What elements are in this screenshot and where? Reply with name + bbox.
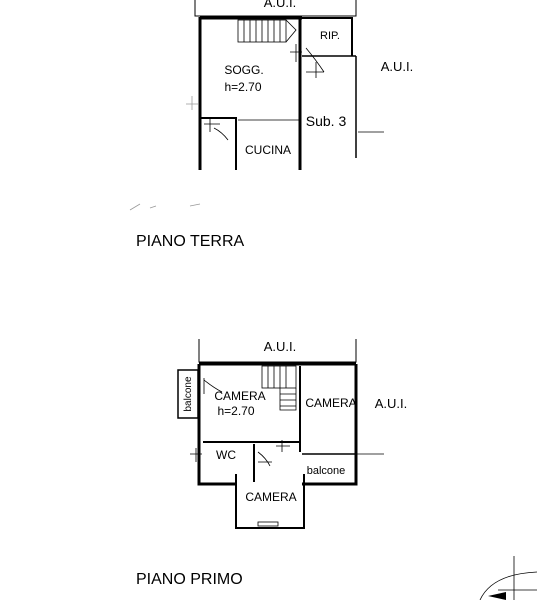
- first-stairs: [261, 365, 297, 411]
- room-sogg-height: h=2.70: [224, 80, 261, 94]
- ground-aui-right: A.U.I.: [381, 59, 414, 74]
- room-camera-left: CAMERA: [214, 389, 265, 403]
- room-sub3: Sub. 3: [306, 113, 347, 129]
- kitchen-partition: [200, 117, 237, 170]
- bottom-camera-walls: [235, 474, 305, 529]
- first-hall-door: [276, 440, 290, 452]
- first-aui-top: A.U.I.: [264, 339, 297, 354]
- west-door-mark: [186, 96, 198, 110]
- room-sogg: SOGG.: [224, 63, 263, 77]
- room-balcone-left: balcone: [183, 376, 194, 411]
- room-cucina: CUCINA: [245, 143, 291, 157]
- balcony-door-swing: [203, 378, 223, 394]
- room-camera-left-height: h=2.70: [217, 404, 254, 418]
- first-floor-title: PIANO PRIMO: [136, 571, 243, 588]
- rip-door-swing: [305, 47, 325, 78]
- rip-wall: [302, 17, 353, 56]
- room-balcone-right: balcone: [307, 465, 346, 477]
- first-floor-plan: A.U.I. A.U.I. balcone CAMERA h=2.70 CAME…: [136, 339, 407, 588]
- ground-stairs: [237, 19, 302, 62]
- first-top-boundary: [198, 339, 357, 363]
- room-wc: WC: [216, 448, 236, 462]
- bottom-window: [257, 521, 279, 527]
- kitchen-door-swing: [204, 118, 229, 141]
- room-camera-bottom: CAMERA: [245, 490, 296, 504]
- camera-door-swing: [257, 451, 272, 467]
- first-east-wall: [302, 364, 358, 486]
- room-camera-right: CAMERA: [305, 396, 356, 410]
- first-west-wall: [197, 364, 236, 486]
- wc-door-mark: [190, 448, 202, 462]
- first-aui-right: A.U.I.: [375, 396, 408, 411]
- faint-marks: [129, 203, 201, 211]
- north-arrow-icon: [479, 556, 537, 600]
- ground-top-boundary: [194, 0, 357, 17]
- ground-aui-top: A.U.I.: [264, 0, 297, 10]
- room-rip: RIP.: [320, 30, 340, 42]
- ground-floor-plan: A.U.I. A.U.I. RIP. SOGG. h=2.70 Sub. 3 C…: [129, 0, 414, 250]
- ground-floor-title: PIANO TERRA: [136, 233, 245, 250]
